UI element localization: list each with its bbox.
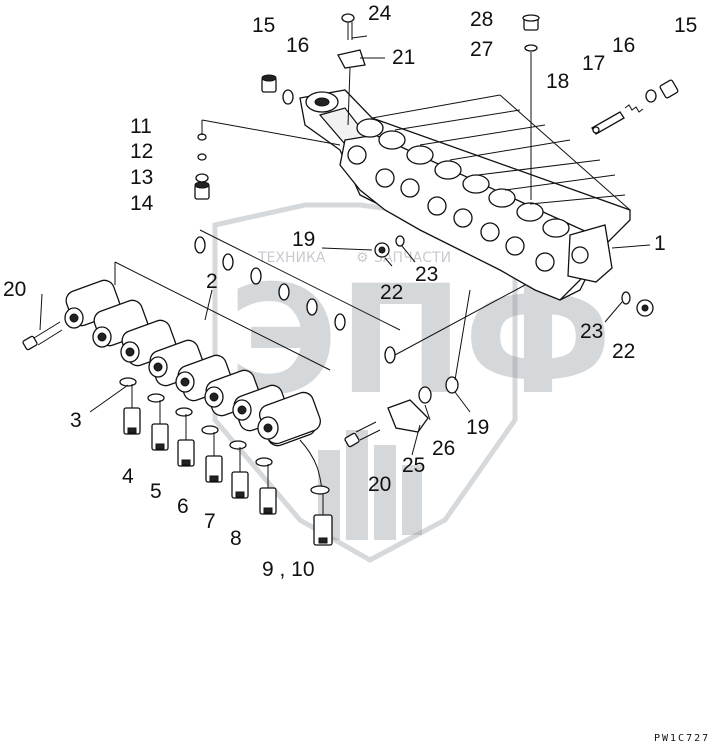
connector-6 bbox=[201, 425, 223, 483]
callout-19-top: 19 bbox=[292, 228, 315, 251]
callout-16-right: 16 bbox=[612, 34, 635, 57]
callout-27: 27 bbox=[470, 38, 493, 61]
callout-21: 21 bbox=[392, 46, 415, 69]
screw-24 bbox=[341, 13, 355, 40]
connector-7 bbox=[229, 440, 249, 499]
watermark: ТЕХНИКА ⚙ ЗАПЧАСТИ ЭПФ bbox=[212, 202, 612, 563]
plug-15-left bbox=[261, 74, 277, 93]
callout-15-left: 15 bbox=[252, 14, 275, 37]
callout-19-bottom: 19 bbox=[466, 416, 489, 439]
callout-13: 13 bbox=[130, 166, 153, 189]
valve-manifold-body bbox=[299, 89, 631, 301]
watermark-right-text: ЗАПЧАСТИ bbox=[374, 250, 451, 266]
watermark-gear-icon: ⚙ bbox=[356, 250, 369, 266]
drawing-code: PW1C727 bbox=[654, 733, 710, 744]
callout-15-right: 15 bbox=[674, 14, 697, 37]
callout-24: 24 bbox=[368, 2, 392, 25]
connectors bbox=[119, 377, 333, 546]
oring-13 bbox=[195, 173, 209, 183]
bolt-20-right bbox=[344, 421, 381, 448]
callout-5: 5 bbox=[150, 480, 162, 503]
callout-2: 2 bbox=[206, 270, 218, 293]
callout-12: 12 bbox=[130, 140, 153, 163]
plug-15-right bbox=[659, 79, 679, 99]
callout-18: 18 bbox=[546, 70, 569, 93]
callout-6: 6 bbox=[177, 495, 189, 518]
plug-22-center bbox=[374, 242, 390, 258]
callout-7: 7 bbox=[204, 510, 216, 533]
callout-20-right: 20 bbox=[368, 473, 391, 496]
manifold-bosses bbox=[305, 91, 570, 238]
callout-20-left: 20 bbox=[3, 278, 26, 301]
callout-16-left: 16 bbox=[286, 34, 309, 57]
callout-17: 17 bbox=[582, 52, 605, 75]
callout-23-right: 23 bbox=[580, 320, 603, 343]
callout-9-10: 9 , 10 bbox=[262, 558, 315, 581]
watermark-left-text: ТЕХНИКА bbox=[257, 250, 326, 266]
callout-25: 25 bbox=[402, 454, 425, 477]
orings-19-row bbox=[194, 229, 526, 364]
connector-5 bbox=[175, 407, 195, 467]
callout-11: 11 bbox=[130, 115, 152, 138]
callout-3: 3 bbox=[70, 409, 82, 432]
oring-27 bbox=[524, 44, 538, 52]
plug-28 bbox=[522, 14, 540, 31]
plug-22-right bbox=[636, 299, 654, 317]
callout-26: 26 bbox=[432, 437, 455, 460]
connector-8 bbox=[255, 457, 277, 515]
callout-14: 14 bbox=[130, 192, 154, 215]
cover-25 bbox=[387, 399, 429, 433]
watermark-shield bbox=[212, 202, 518, 563]
callout-23-center: 23 bbox=[415, 263, 438, 286]
plug-14 bbox=[194, 181, 210, 200]
leader-lines bbox=[39, 35, 651, 456]
oring-16-left bbox=[282, 89, 294, 105]
connector-3 bbox=[119, 377, 141, 435]
solenoid-9-10 bbox=[257, 391, 321, 445]
oring-19-lower bbox=[445, 376, 459, 394]
oring-26 bbox=[418, 386, 432, 404]
callout-22-center: 22 bbox=[380, 281, 403, 304]
pin-18 bbox=[591, 111, 625, 135]
manifold-ports bbox=[347, 145, 589, 272]
connector-9-10 bbox=[299, 439, 333, 546]
callout-4: 4 bbox=[122, 465, 134, 488]
connector-4 bbox=[147, 393, 169, 451]
callout-8: 8 bbox=[230, 527, 242, 550]
spring-17 bbox=[624, 104, 644, 113]
oring-23-right bbox=[621, 291, 631, 305]
spring-12 bbox=[197, 153, 207, 161]
plate-21 bbox=[337, 49, 366, 69]
callout-28: 28 bbox=[470, 8, 493, 31]
callout-1: 1 bbox=[654, 232, 666, 255]
bolt-20-left bbox=[22, 321, 63, 351]
callout-labels: 1 2 3 4 5 6 7 8 9 , 10 11 12 13 14 15 15… bbox=[3, 2, 697, 581]
oring-16-right bbox=[645, 89, 657, 103]
oring-23-center bbox=[395, 235, 405, 247]
callout-22-right: 22 bbox=[612, 340, 635, 363]
